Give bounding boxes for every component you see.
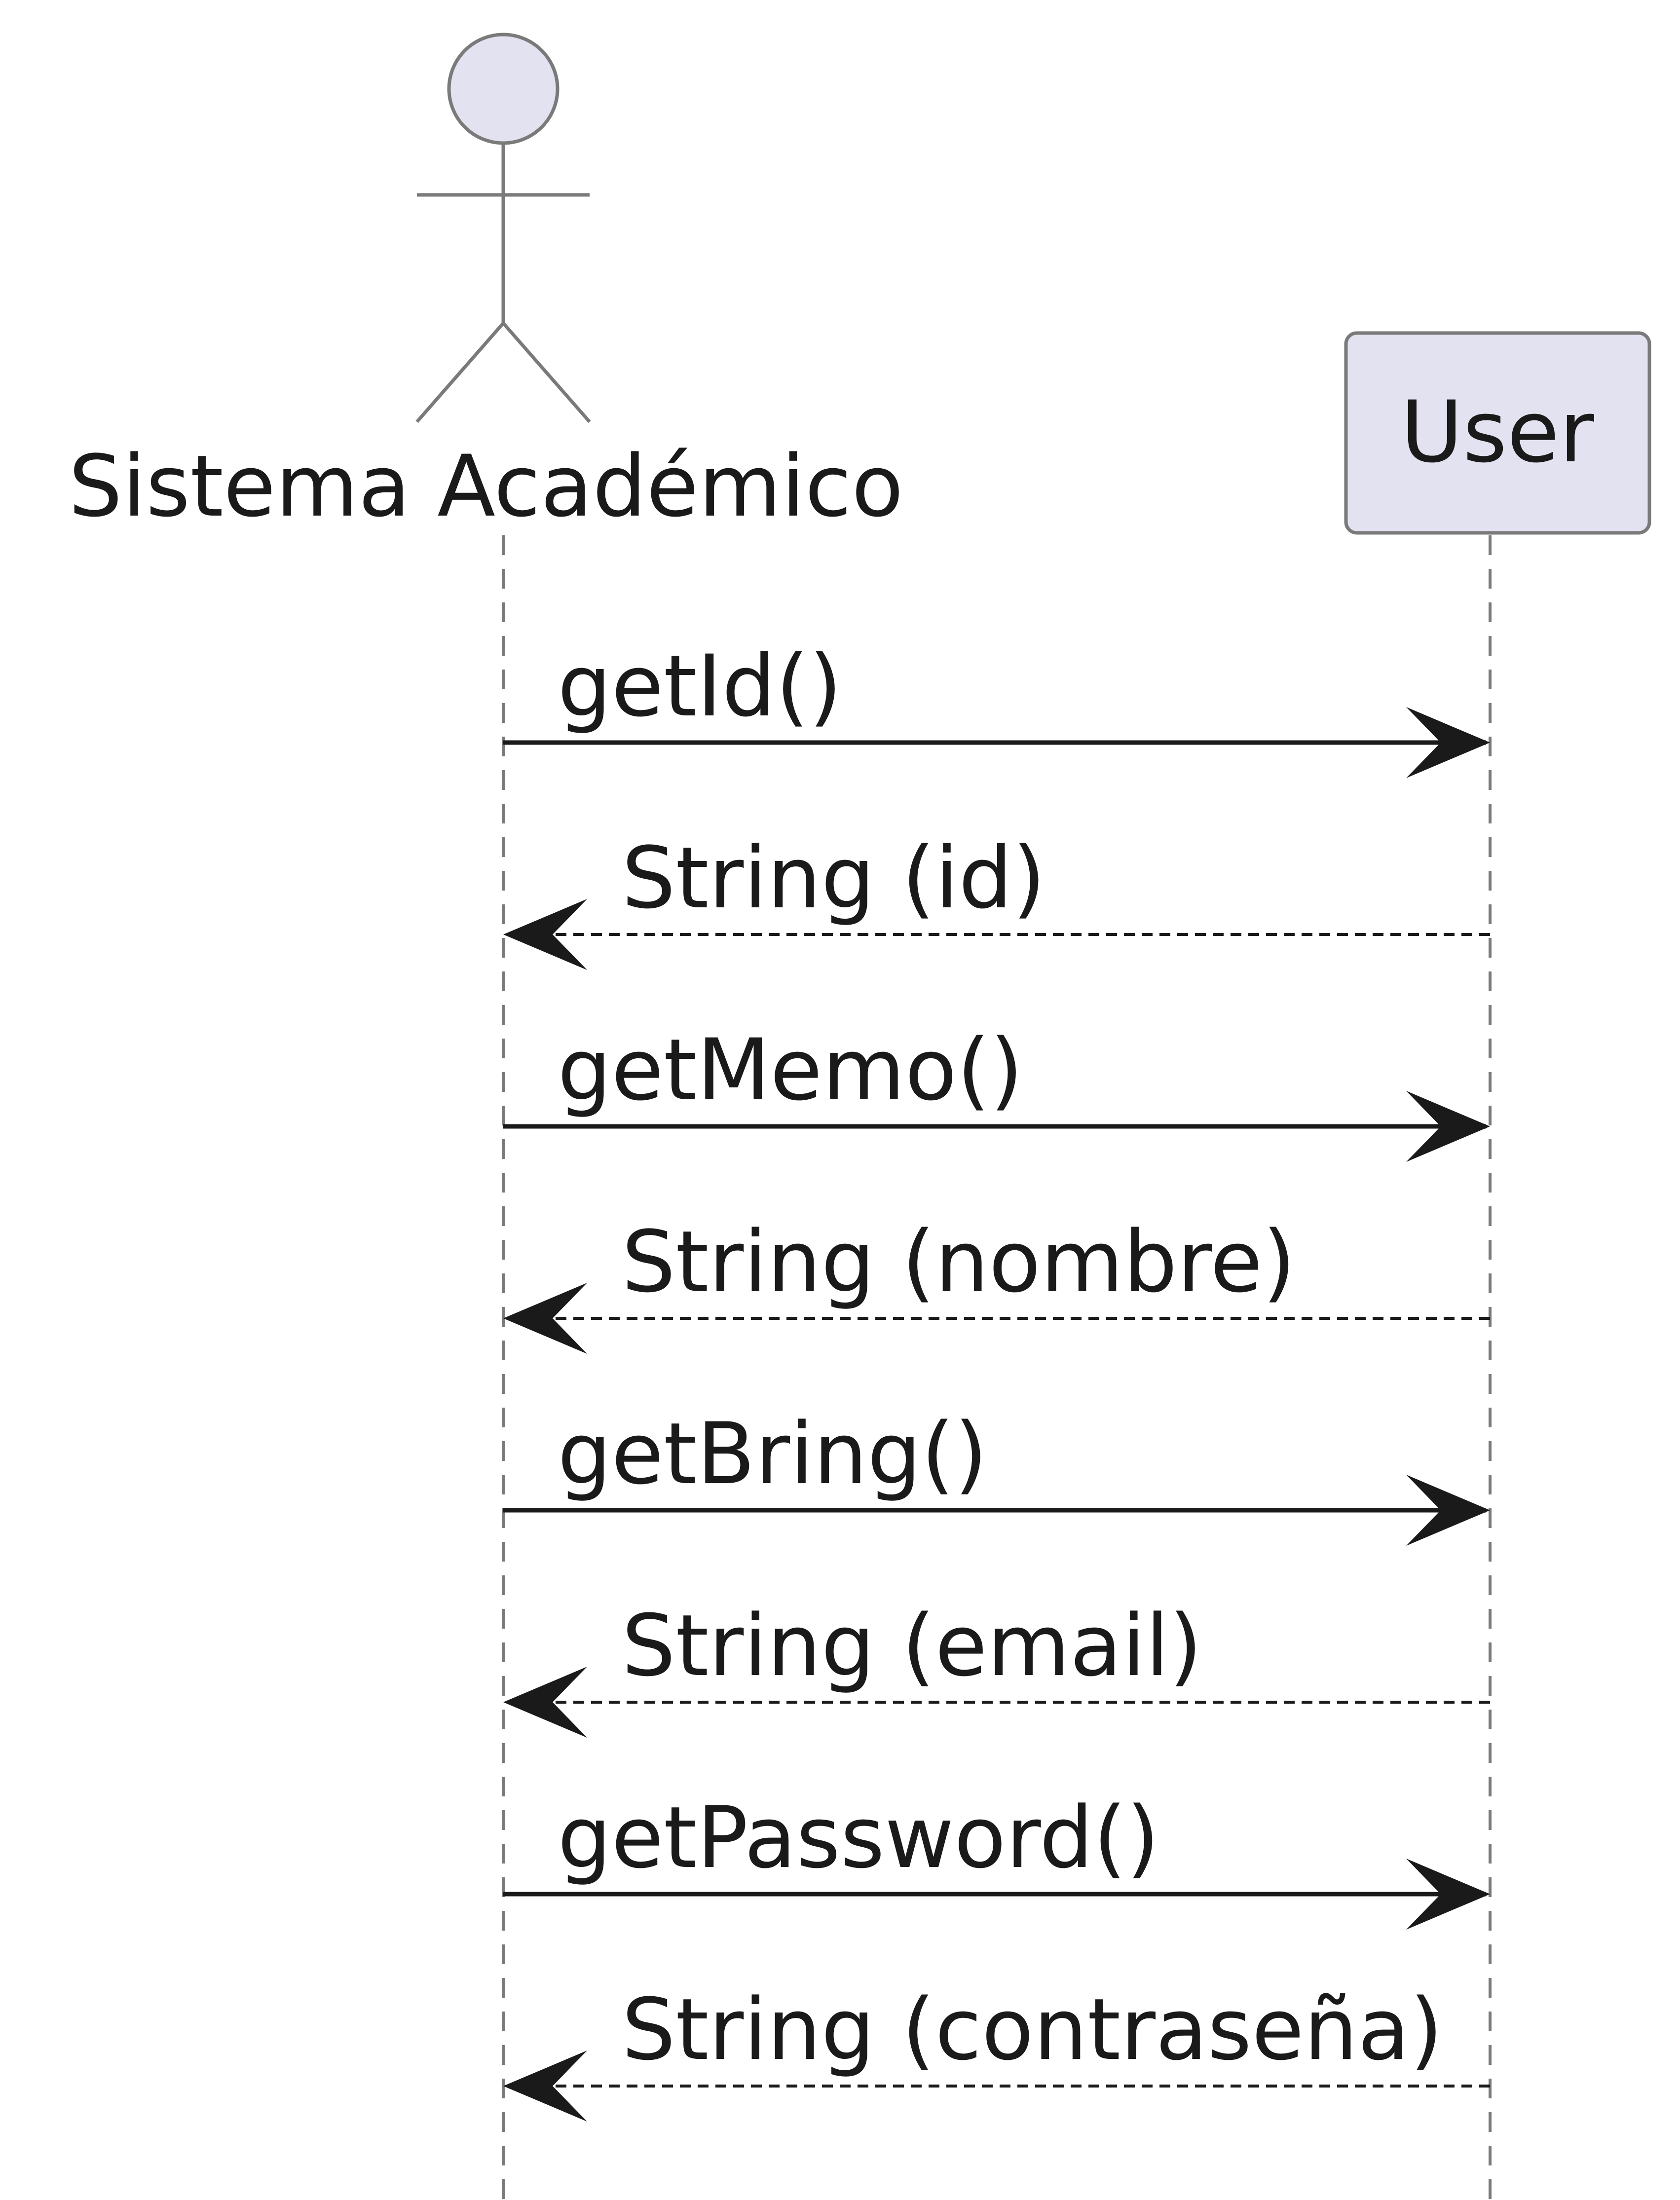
message-7[interactable]: getPassword(): [503, 1788, 1490, 1930]
message-label: getId(): [558, 636, 842, 736]
message-label: String (contraseña): [622, 1980, 1443, 2079]
arrowhead: [503, 1283, 587, 1354]
participant-user[interactable]: User: [1344, 331, 1651, 535]
message-2[interactable]: String (id): [503, 828, 1490, 970]
actor-right-leg: [502, 322, 591, 423]
message-6[interactable]: String (email): [503, 1596, 1490, 1738]
participant-box: [1344, 331, 1651, 535]
messages-group: getId() String (id) getMemo() String (nombr…: [503, 636, 1490, 2122]
arrowhead: [503, 899, 587, 970]
message-3[interactable]: getMemo(): [503, 1020, 1490, 1162]
message-label: getBring(): [558, 1404, 987, 1503]
arrowhead: [1406, 707, 1490, 778]
message-label: getPassword(): [558, 1788, 1159, 1887]
arrowhead: [1406, 1859, 1490, 1930]
actor-label: Sistema Académico: [69, 437, 903, 536]
actor-left-leg: [415, 322, 505, 423]
arrowhead: [503, 1667, 587, 1738]
message-5[interactable]: getBring(): [503, 1404, 1490, 1546]
actor-head: [447, 33, 560, 145]
message-8[interactable]: String (contraseña): [503, 1980, 1490, 2122]
message-label: String (email): [622, 1596, 1202, 1695]
participant-label: User: [1401, 382, 1594, 482]
message-label: String (id): [622, 828, 1045, 928]
message-label: String (nombre): [622, 1212, 1296, 1311]
arrowhead: [503, 2051, 587, 2122]
arrowhead: [1406, 1091, 1490, 1162]
message-4[interactable]: String (nombre): [503, 1212, 1490, 1354]
actor-sistema[interactable]: Sistema Académico: [69, 33, 903, 536]
message-1[interactable]: getId(): [503, 636, 1490, 778]
message-label: getMemo(): [558, 1020, 1023, 1119]
arrowhead: [1406, 1475, 1490, 1546]
